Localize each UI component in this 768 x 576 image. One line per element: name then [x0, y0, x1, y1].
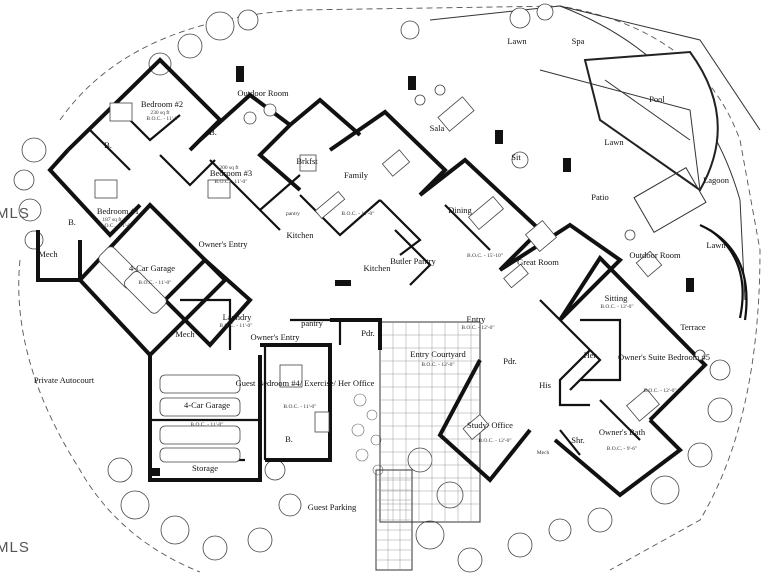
label-owners-bath: Owner's Bath	[599, 427, 646, 437]
landscape-trees	[13, 3, 733, 573]
label-laundry: Laundry	[223, 312, 253, 322]
label-kitchen2: Kitchen	[364, 263, 392, 273]
garage-cars	[98, 246, 241, 463]
label-entry-courtyard: Entry Courtyard	[410, 349, 466, 359]
label-garage4-bottom-boc: B.O.C. - 11'-0"	[190, 422, 223, 428]
label-garage4-top-boc: B.O.C. - 11'-0"	[138, 280, 171, 286]
label-patio: Patio	[591, 192, 608, 202]
label-lawn-right: Lawn	[604, 137, 624, 147]
label-owners-bath-boc: B.O.C. - 9'-6"	[607, 446, 638, 452]
label-guest-parking: Guest Parking	[308, 502, 357, 512]
label-mech-right: Mech	[537, 450, 550, 456]
label-pantry-small: pantry	[286, 211, 300, 217]
pool-area	[539, 50, 748, 321]
label-bedroom1-area: 187 sq ft	[102, 216, 122, 223]
label-bedroom3-boc: B.O.C. - 11'-0"	[214, 179, 247, 185]
label-outdoor-room-right: Outdoor Room	[629, 250, 681, 260]
label-study-office: Study/ Office	[467, 420, 513, 430]
label-entry-boc: B.O.C. - 12'-0"	[461, 325, 494, 331]
label-family: Family	[344, 170, 369, 180]
label-pantry-mid: pantry	[301, 318, 323, 328]
label-owners-entry-top: Owner's Entry	[199, 239, 249, 249]
label-family-boc: B.O.C. - 11'-0"	[341, 211, 374, 217]
label-garage4-top: 4-Car Garage	[129, 263, 175, 273]
mls-watermark-top: MLS	[0, 205, 30, 222]
label-bedroom1-boc: B.O.C. - 11'-0"	[99, 223, 132, 229]
exterior-walls	[36, 57, 708, 498]
label-owners-suite-boc: B.O.C. - 12'-0"	[643, 388, 676, 394]
label-sitting: Sitting	[605, 293, 628, 303]
label-garage4-bottom: 4-Car Garage	[184, 400, 230, 410]
mls-watermark-bottom: MLS	[0, 539, 30, 556]
label-pdr-right: Pdr.	[503, 356, 516, 366]
label-mech-left: Mech	[38, 249, 58, 259]
label-butler-pantry: Butler Pantry	[390, 256, 436, 266]
label-pdr-mid: Pdr.	[361, 328, 374, 338]
label-sitting-boc: B.O.C. - 12'-0"	[600, 304, 633, 310]
label-sala: Sala	[430, 123, 445, 133]
label-her: Her	[584, 350, 597, 360]
label-laundry-boc: B.O.C. - 11'-0"	[219, 323, 252, 329]
label-bedroom2: Bedroom #2	[141, 99, 183, 109]
label-bath-b4: B.	[285, 434, 293, 444]
label-outdoor-room-top: Outdoor Room	[237, 88, 289, 98]
fireplace-blocks	[150, 66, 694, 476]
label-bath-b2: B.	[104, 140, 112, 150]
label-shr: Shr.	[571, 435, 584, 445]
label-dining: Dining	[448, 205, 472, 215]
label-bath-b3: B.	[68, 217, 76, 227]
label-terrace: Terrace	[680, 322, 706, 332]
label-guest-bedroom-boc: B.O.C. - 11'-0"	[283, 404, 316, 410]
label-great-room: Great Room	[517, 257, 559, 267]
label-lawn-top: Lawn	[507, 36, 527, 46]
label-bedroom1: Bedroom #1	[97, 206, 139, 216]
label-bath-b1: B.	[209, 127, 217, 137]
label-his: His	[539, 380, 551, 390]
label-pool: Pool	[649, 94, 665, 104]
label-mech-mid: Mech	[175, 329, 195, 339]
label-bedroom2-area: 230 sq ft	[150, 109, 170, 116]
label-storage: Storage	[192, 463, 218, 473]
label-owners-entry-mid: Owner's Entry	[251, 332, 301, 342]
label-lawn-lower-right: Lawn	[706, 240, 726, 250]
room-labels: Lawn Spa Pool Lawn Lagoon Lawn Outdoor R…	[34, 36, 730, 512]
label-private-autocourt: Private Autocourt	[34, 375, 95, 385]
label-guest-bedroom: Guest Bedroom #4/ Exercise/ Her Office	[236, 378, 375, 388]
furniture	[94, 84, 706, 440]
label-great-room-boc: B.O.C. - 15'-10"	[467, 253, 503, 259]
label-lagoon: Lagoon	[703, 175, 730, 185]
label-kitchen: Kitchen	[287, 230, 315, 240]
label-bedroom3: Bedroom #3	[210, 168, 252, 178]
label-brkfst: Brkfst	[296, 156, 318, 166]
label-bedroom3-area: 200 sq ft	[219, 164, 239, 171]
label-bedroom2-boc: B.O.C. - 11'-0"	[146, 116, 179, 122]
label-study-boc: B.O.C. - 12'-0"	[478, 438, 511, 444]
label-sit: Sit	[511, 152, 521, 162]
label-owners-suite: Owner's Suite Bedroom #5	[618, 352, 710, 362]
label-entry-courtyard-boc: B.O.C. - 12'-0"	[421, 362, 454, 368]
label-spa: Spa	[572, 36, 585, 46]
label-entry: Entry	[467, 314, 487, 324]
